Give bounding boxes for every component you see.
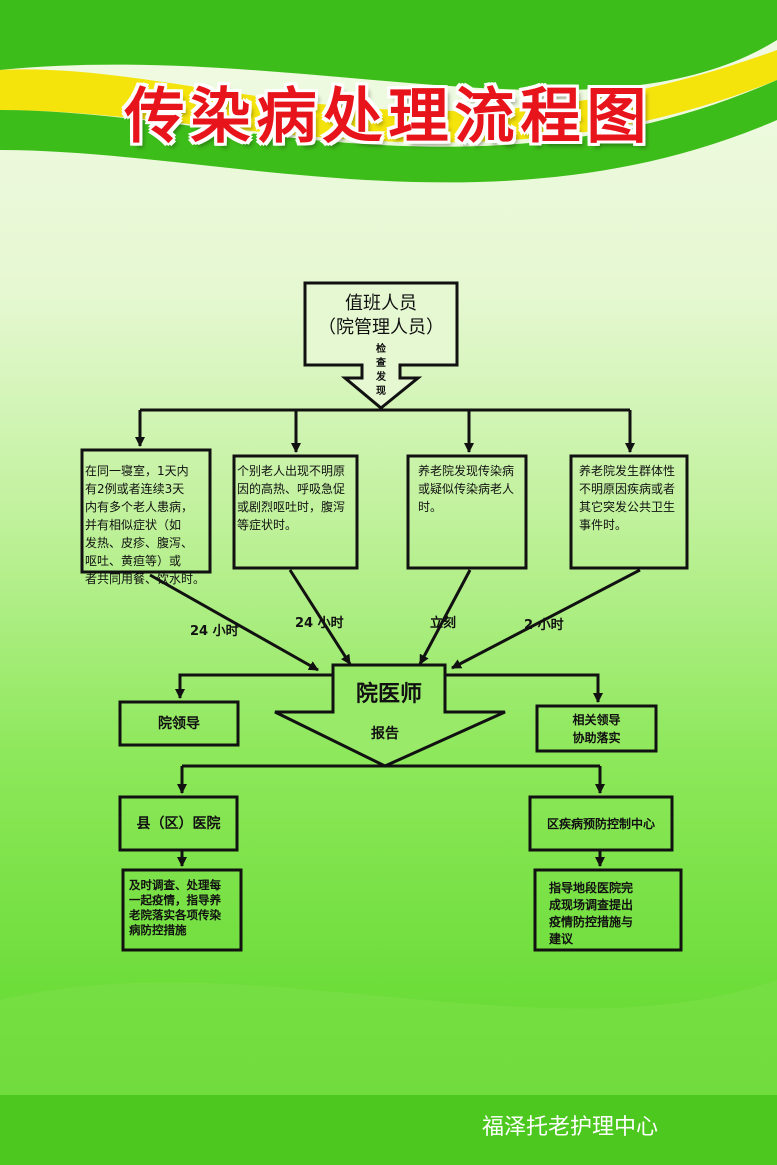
text-line: 其它突发公共卫生	[579, 500, 676, 514]
county-hospital-box: 县（区）医院	[136, 815, 221, 832]
text-line: 建议	[549, 932, 574, 946]
label-char: 检	[376, 344, 386, 355]
text-line: 老院落实各项传染	[129, 908, 221, 922]
text-line: 或剧烈呕吐时，腹泻	[237, 500, 346, 514]
county-hospital-actions-box: 及时调查、处理每 一起疫情，指导养 老院落实各项传染 病防控措施	[126, 874, 242, 942]
condition-box-4: 养老院发生群体性 不明原因疾病或者 其它突发公共卫生 事件时。	[576, 458, 691, 538]
check-found-label: 检 查 发 现	[371, 343, 391, 399]
text-line: 时。	[418, 500, 443, 514]
text-line: 者共同用餐、饮水时。	[85, 572, 206, 586]
label-char: 现	[376, 386, 386, 397]
label-char: 发	[376, 372, 386, 383]
time-label-3: 立刻	[430, 616, 457, 631]
related-leaders-box: 相关领导 协助落实	[537, 706, 656, 751]
start-box: 值班人员 （院管理人员）	[305, 292, 457, 340]
text-line: 因的高热、呼吸急促	[237, 482, 346, 496]
text-line: 内有多个老人患病，	[85, 500, 194, 514]
time-label-1: 24 小时	[190, 624, 239, 639]
hospital-leader-box: 院领导	[158, 715, 200, 732]
text-line: 或疑似传染病老人	[418, 482, 515, 496]
condition-box-2: 个别老人出现不明原 因的高热、呼吸急促 或剧烈呕吐时，腹泻 等症状时。	[234, 458, 360, 538]
text-line: 事件时。	[579, 518, 628, 532]
condition-box-3: 养老院发现传染病 或疑似传染病老人 时。	[415, 458, 530, 520]
text-line: 及时调查、处理每	[129, 878, 221, 892]
text-line: 个别老人出现不明原	[237, 464, 346, 478]
doctor-label: 院医师	[355, 682, 422, 707]
doctor-block-arrow	[274, 663, 506, 768]
text-line: 发热、皮疹、腹泻、	[85, 536, 194, 550]
cdc-actions-box: 指导地段医院完 成现场调查提出 疫情防控措施与 建议	[546, 876, 676, 952]
text-line: 等症状时。	[237, 518, 298, 532]
text-line: 相关领导	[572, 712, 621, 727]
footer-band: 福泽托老护理中心	[0, 1095, 777, 1165]
text-line: 疫情防控措施与	[549, 915, 634, 929]
text-line: 一起疫情，指导养	[129, 893, 221, 907]
text-line: 养老院发生群体性	[579, 464, 676, 478]
text-line: 有2例或者连续3天	[85, 482, 185, 496]
text-line: 协助落实	[572, 730, 621, 745]
time-label-4: 2 小时	[524, 618, 564, 633]
report-label: 报告	[371, 726, 399, 742]
label-char: 查	[376, 358, 386, 369]
text-line: 成现场调查提出	[549, 898, 634, 912]
poster-title: 传染病处理流程图	[124, 82, 653, 152]
condition-box-1: 在同一寝室，1天内 有2例或者连续3天 内有多个老人患病， 并有相似症状（如 发…	[82, 458, 212, 592]
text-line: 养老院发现传染病	[418, 464, 515, 478]
organization-name: 福泽托老护理中心	[482, 1115, 659, 1140]
start-block-arrow	[303, 281, 459, 410]
text-line: 病防控措施	[129, 923, 187, 937]
time-label-2: 24 小时	[295, 616, 344, 631]
cdc-box: 区疾病预防控制中心	[546, 816, 655, 831]
text-line: 呕吐、黄疸等）或	[85, 554, 182, 568]
start-line1: 值班人员	[345, 293, 417, 314]
text-line: 不明原因疾病或者	[579, 482, 676, 496]
text-line: 指导地段医院完	[549, 881, 634, 895]
start-line2: （院管理人员）	[318, 317, 444, 338]
text-line: 并有相似症状（如	[85, 518, 182, 532]
text-line: 在同一寝室，1天内	[85, 464, 189, 478]
